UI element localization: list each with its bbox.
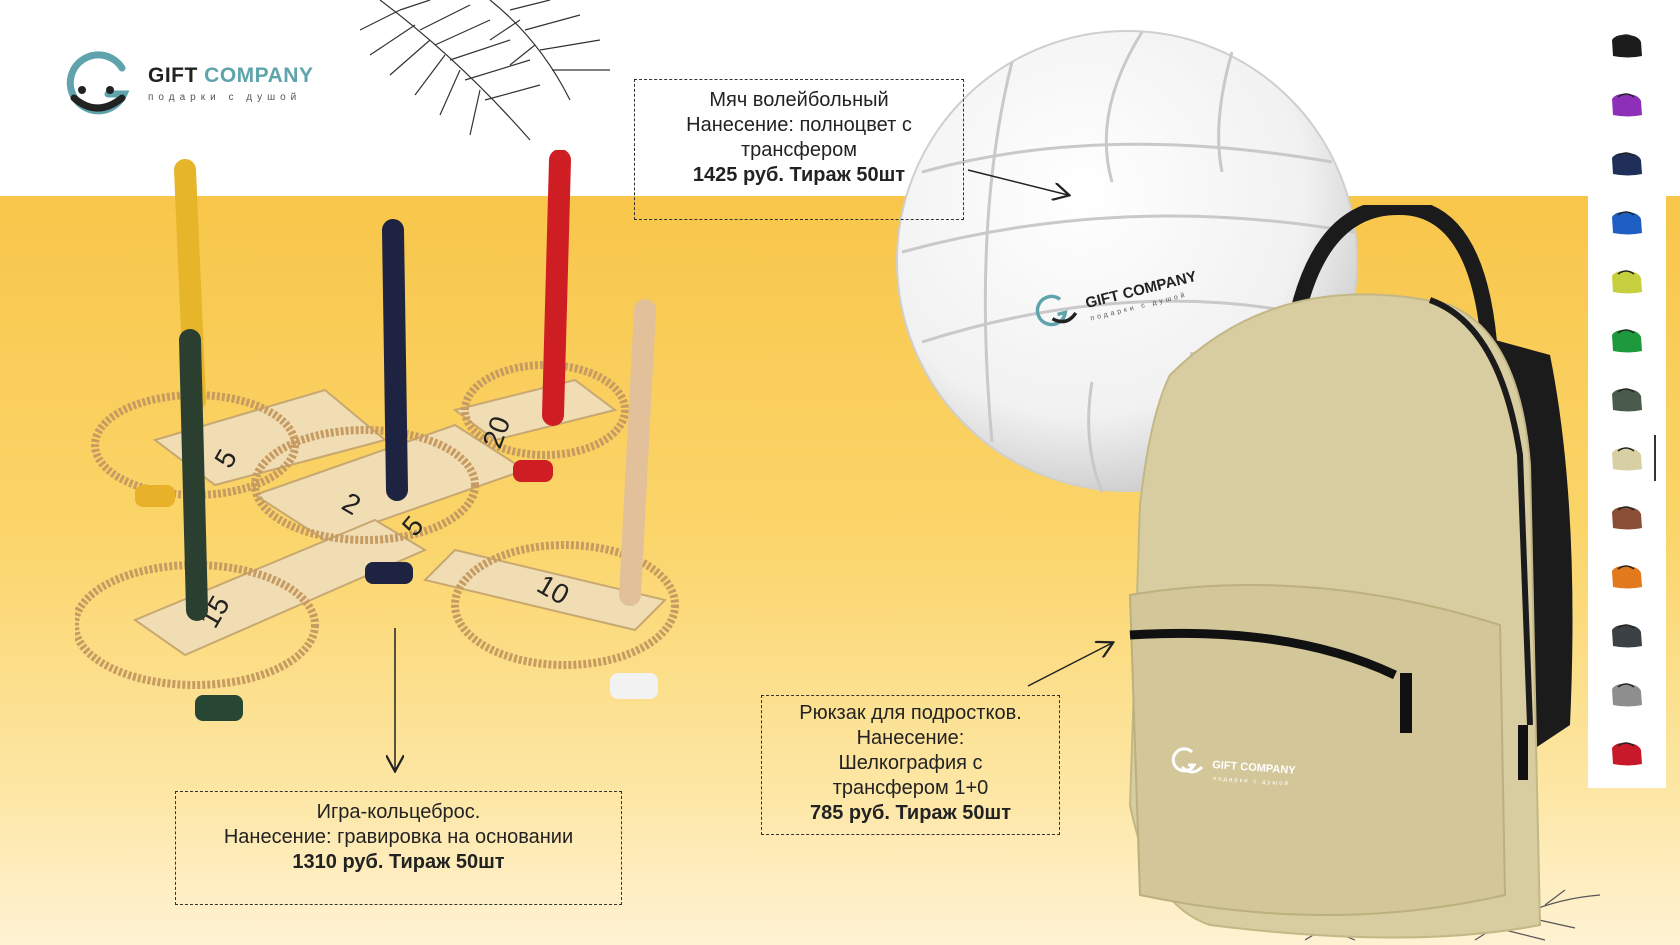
- logo-title: GIFT COMPANY: [148, 64, 313, 88]
- backpack-method-line1: Нанесение:: [856, 727, 965, 749]
- game-method: Нанесение: гравировка на основании: [223, 826, 574, 848]
- game-title: Игра-кольцеброс.: [316, 801, 481, 823]
- game-callout: Игра-кольцеброс. Нанесение: гравировка н…: [175, 791, 622, 905]
- backpack-print-brand: GIFT COMPANY: [1212, 759, 1297, 777]
- backpack-callout: Рюкзак для подростков. Нанесение: Шелког…: [761, 695, 1060, 835]
- swatch-beige[interactable]: [1608, 445, 1644, 473]
- ball-callout: Мяч волейбольный Нанесение: полноцвет с …: [634, 79, 964, 220]
- pine-branch-top-decoration: [359, 0, 610, 141]
- backpack-method-line2: Шелкография с: [838, 752, 983, 774]
- brand-logo: GIFT COMPANY подарки с душой: [64, 50, 344, 122]
- backpack-price: 785 руб. Тираж 50шт: [809, 802, 1011, 824]
- swatch-navy[interactable]: [1608, 150, 1644, 178]
- ball-method-line1: Нанесение: полноцвет с: [686, 114, 912, 136]
- swatch-black[interactable]: [1608, 32, 1644, 60]
- logo-title-part1: GIFT: [148, 64, 198, 87]
- backpack-title: Рюкзак для подростков.: [799, 702, 1022, 724]
- logo-mark-icon: [66, 51, 130, 115]
- swatch-green[interactable]: [1608, 327, 1644, 355]
- ball-title: Мяч волейбольный: [709, 89, 889, 111]
- swatch-orange[interactable]: [1608, 563, 1644, 591]
- backpack-image: GIFT COMPANY подарки с душой: [1128, 205, 1573, 939]
- game-price: 1310 руб. Тираж 50шт: [292, 851, 505, 873]
- swatch-dark-green[interactable]: [1608, 386, 1644, 414]
- swatch-grey[interactable]: [1608, 681, 1644, 709]
- top-background: [0, 0, 1680, 196]
- swatch-brown[interactable]: [1608, 504, 1644, 532]
- ring-toss-game-image: 5 20 2 5 15 10: [75, 150, 679, 721]
- swatch-scrollbar[interactable]: [1654, 435, 1656, 481]
- ball-method-line2: трансфером: [740, 139, 858, 161]
- ball-price: 1425 руб. Тираж 50шт: [692, 164, 906, 186]
- swatch-red[interactable]: [1608, 740, 1644, 768]
- swatch-purple[interactable]: [1608, 91, 1644, 119]
- swatch-blue[interactable]: [1608, 209, 1644, 237]
- swatch-dark-grey[interactable]: [1608, 622, 1644, 650]
- logo-title-part2: COMPANY: [204, 64, 314, 87]
- backpack-method-line3: трансфером 1+0: [832, 777, 989, 799]
- logo-tagline: подарки с душой: [148, 92, 302, 103]
- color-swatch-list: [1588, 20, 1666, 788]
- swatch-lime[interactable]: [1608, 268, 1644, 296]
